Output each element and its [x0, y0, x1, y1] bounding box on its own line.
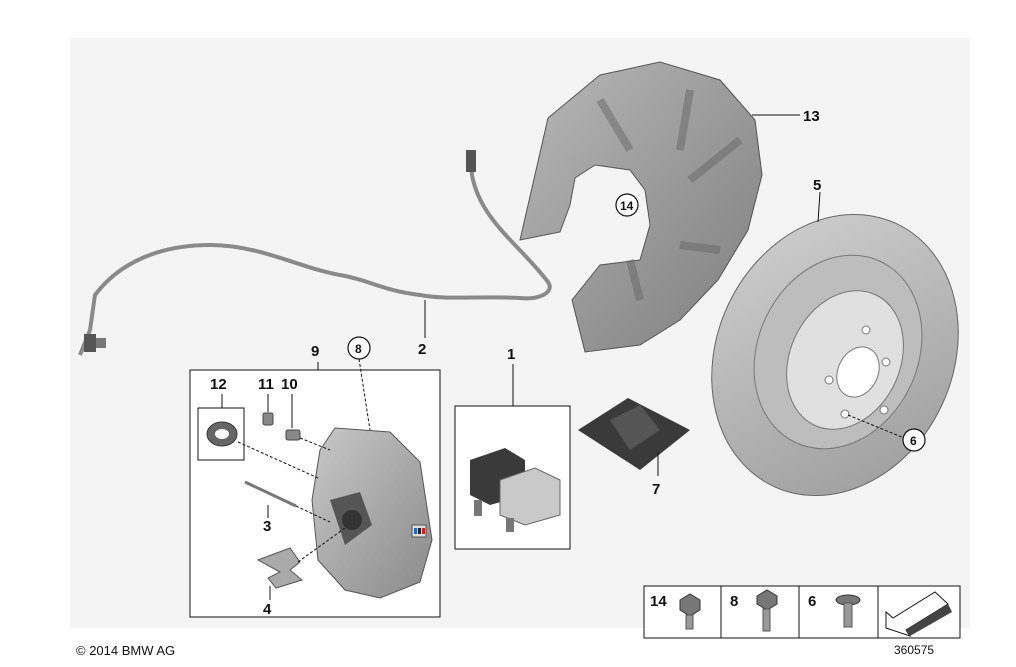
- caliper-housing: [311, 427, 433, 599]
- hex-bolt-icon: [679, 593, 701, 630]
- legend-label-6: 6: [808, 593, 816, 610]
- label-1: 1: [507, 346, 515, 363]
- legend-label-14: 14: [650, 593, 667, 610]
- label-9: 9: [311, 343, 319, 360]
- leader-6-disc: [847, 414, 905, 439]
- guide-pin: [244, 480, 297, 508]
- leader-8: [358, 358, 371, 431]
- brake-pads: [470, 448, 561, 532]
- brake-shield: [519, 61, 763, 353]
- reference-number: 360575: [894, 643, 934, 657]
- label-2: 2: [418, 341, 426, 358]
- label-8-caliper: 8: [355, 342, 362, 356]
- label-14-shield: 14: [620, 199, 634, 213]
- circle-6-disc: [902, 428, 926, 452]
- label-11: 11: [258, 376, 274, 393]
- copyright-text: © 2014 BMW AG: [76, 643, 175, 658]
- label-12: 12: [210, 376, 227, 393]
- arrow-icon: [885, 591, 952, 637]
- label-6-disc: 6: [910, 434, 917, 448]
- repair-kit-bag: [578, 398, 690, 470]
- cap: [262, 412, 274, 426]
- label-13: 13: [803, 108, 820, 125]
- spring-clip: [256, 547, 304, 589]
- leader-5: [817, 191, 821, 223]
- label-3: 3: [263, 518, 271, 535]
- legend-label-8: 8: [730, 593, 738, 610]
- label-7: 7: [652, 481, 660, 498]
- countersunk-screw-icon: [835, 594, 861, 628]
- bleed-valve: [285, 429, 301, 441]
- flange-bolt-icon: [756, 589, 778, 632]
- wear-sensor: [78, 150, 552, 356]
- label-10: 10: [281, 376, 298, 393]
- label-5: 5: [813, 177, 821, 194]
- label-4: 4: [263, 601, 272, 618]
- brake-disc: [711, 213, 959, 497]
